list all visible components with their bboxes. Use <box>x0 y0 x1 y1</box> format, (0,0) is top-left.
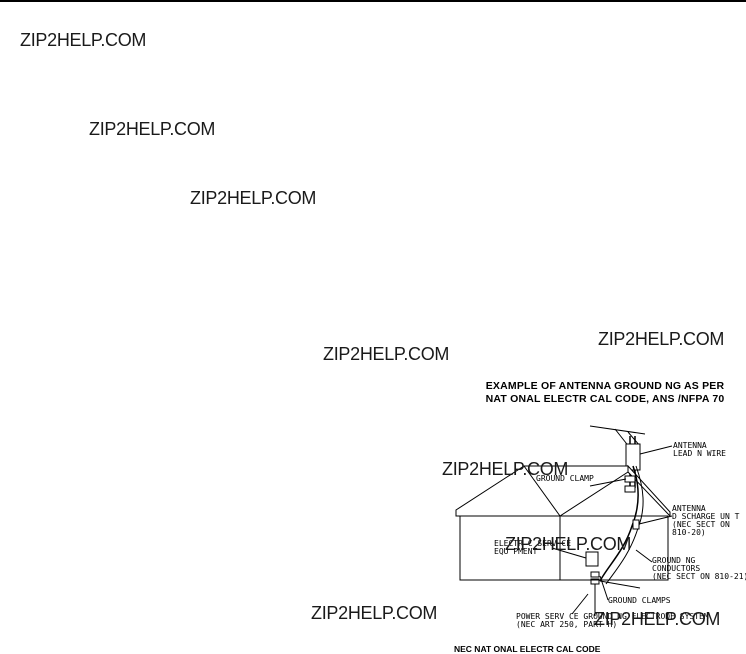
watermark: ZIP2HELP.COM <box>311 603 438 623</box>
label-ground-clamp: GROUND CLAMP <box>536 474 594 483</box>
house-illustration <box>455 425 673 616</box>
watermark: ZIP2HELP.COM <box>89 119 216 139</box>
label-power-service-grounding: POWER SERV CE GROUND NG ELECTRODE SYSTEM… <box>516 612 709 629</box>
watermark: ZIP2HELP.COM <box>505 534 632 554</box>
label-antenna-lead-in-wire: ANTENNA LEAD N WIRE <box>673 441 726 458</box>
watermark: ZIP2HELP.COM <box>598 329 725 349</box>
antenna-grounding-figure: EXAMPLE OF ANTENNA GROUND NG AS PER NAT … <box>440 376 746 654</box>
label-electric-service-equipment: ELECTR C SERV CE EQU PMENT <box>494 539 572 556</box>
label-antenna-discharge-unit: ANTENNA D SCHARGE UN T (NEC SECT ON 810-… <box>672 504 740 537</box>
watermark: ZIP2HELP.COM <box>190 188 317 208</box>
watermark: ZIP2HELP.COM <box>442 459 569 479</box>
figure-title-line-2: NAT ONAL ELECTR CAL CODE, ANS /NFPA 70 <box>485 393 725 405</box>
label-ground-clamps: GROUND CLAMPS <box>608 596 671 605</box>
label-grounding-conductors: GROUND NG CONDUCTORS (NEC SECT ON 810-21… <box>652 556 746 581</box>
watermark: ZIP2HELP.COM <box>20 30 147 50</box>
top-rule <box>0 0 746 2</box>
figure-caption: NEC NAT ONAL ELECTR CAL CODE <box>454 644 601 654</box>
watermark: ZIP2HELP.COM <box>323 344 450 364</box>
figure-title: EXAMPLE OF ANTENNA GROUND NG AS PER NAT … <box>470 380 740 406</box>
figure-title-line-1: EXAMPLE OF ANTENNA GROUND NG AS PER <box>485 380 725 392</box>
watermark: ZIP2HELP.COM <box>594 609 721 629</box>
